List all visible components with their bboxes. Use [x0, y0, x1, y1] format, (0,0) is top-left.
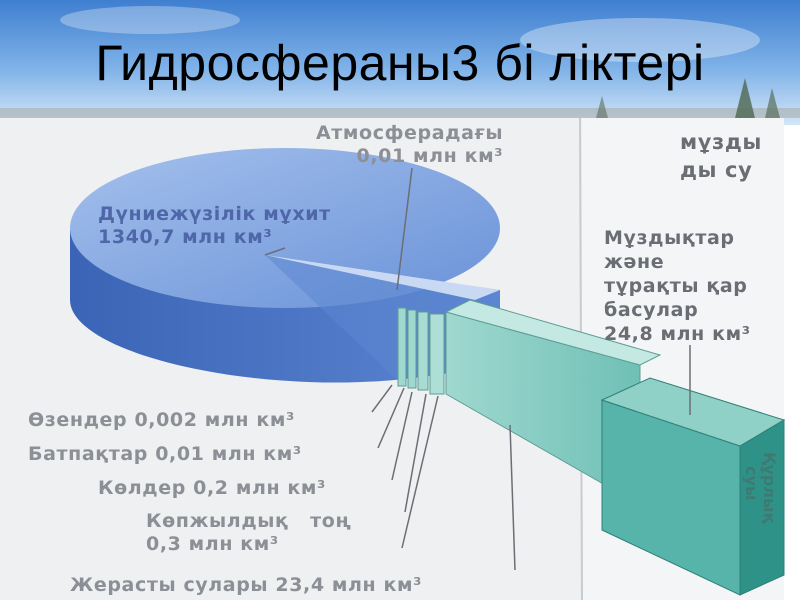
swamps-label: Батпақтар 0,01 млн км³ — [28, 443, 302, 465]
glacier-block — [600, 377, 786, 596]
top-right-label: мұзды ды су — [680, 128, 762, 184]
slide-title: Гидросфераны3 бі ліктері — [95, 35, 705, 91]
glaciers-label: Мұздықтар және тұрақты қар басулар 24,8 … — [604, 226, 751, 346]
ocean-label-name: Дүниежүзілік мұхит — [98, 203, 331, 225]
groundwater-prism — [444, 299, 662, 506]
atmosphere-label-volume: 0,01 млн км³ — [356, 145, 504, 167]
ocean-label-volume: 1340,7 млн км³ — [98, 226, 273, 248]
permafrost-label-name: Көпжылдық тоң — [146, 510, 352, 532]
atmosphere-label: Атмосферадағы 0,01 млн км³ — [316, 122, 503, 168]
leader-lines — [264, 167, 691, 571]
lakes-label: Көлдер 0,2 млн км³ — [98, 477, 326, 499]
groundwater-label: Жерасты сулары 23,4 млн км³ — [70, 574, 423, 596]
glaciers-label-line3: тұрақты қар — [604, 275, 748, 297]
glaciers-label-line2: және — [604, 251, 665, 273]
land-water-label-line1: Құрлық — [760, 452, 779, 524]
rivers-label: Өзендер 0,002 млн км³ — [28, 409, 295, 431]
glaciers-label-volume: 24,8 млн км³ — [604, 323, 751, 345]
land-water-label-line2: суы — [742, 466, 761, 501]
ocean-label: Дүниежүзілік мұхит 1340,7 млн км³ — [98, 203, 331, 249]
small-slices — [397, 307, 445, 395]
permafrost-label: Көпжылдық тоң 0,3 млн км³ — [146, 510, 351, 556]
land-water-label: Құрлық суы — [742, 452, 779, 524]
top-right-label-line1: мұзды — [680, 130, 763, 154]
atmosphere-label-name: Атмосферадағы — [316, 122, 504, 144]
glaciers-label-line1: Мұздықтар — [604, 227, 735, 249]
permafrost-label-volume: 0,3 млн км³ — [146, 533, 279, 555]
glaciers-label-line4: басулар — [604, 299, 699, 321]
top-right-label-line2: ды су — [680, 158, 753, 182]
